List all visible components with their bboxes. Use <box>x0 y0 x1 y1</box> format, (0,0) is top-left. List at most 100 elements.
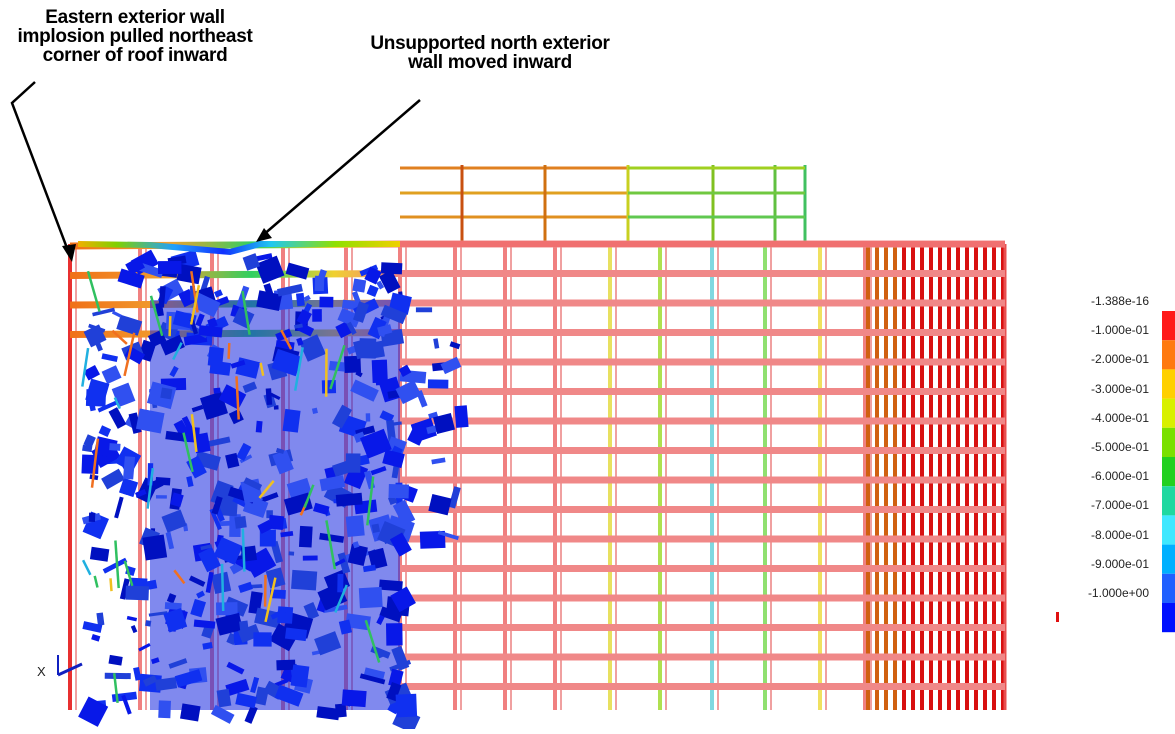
debris-shard <box>180 703 201 721</box>
debris-shard <box>91 634 100 642</box>
debris-shard <box>428 379 449 388</box>
legend-swatch <box>1162 515 1175 544</box>
debris-shard <box>160 388 172 400</box>
debris-shard <box>388 484 409 498</box>
debris-shard <box>95 341 103 352</box>
legend-label: -2.000e-01 <box>1063 352 1149 366</box>
debris-shard <box>303 555 318 560</box>
debris-shard <box>92 308 115 317</box>
debris-shard <box>253 632 271 646</box>
legend-swatch <box>1162 428 1175 457</box>
debris-shard <box>359 587 383 608</box>
debris-shard <box>291 570 317 591</box>
legend-label: -1.000e-01 <box>1063 323 1149 337</box>
debris-shard <box>89 513 96 522</box>
annotation-line: corner of roof inward <box>0 46 270 65</box>
debris-shard <box>127 616 137 622</box>
deformed-member <box>82 348 88 387</box>
annotation-line: Unsupported north exterior <box>350 34 630 53</box>
debris-shard <box>251 584 262 588</box>
penthouse-frame <box>400 165 805 242</box>
debris-shard <box>431 457 445 464</box>
debris-shard <box>454 405 468 428</box>
debris-shard <box>366 413 371 421</box>
debris-shard <box>256 421 263 433</box>
debris-shard <box>145 620 151 626</box>
deformed-member <box>243 529 245 572</box>
debris-shard <box>105 673 131 679</box>
deformed-member <box>222 564 223 611</box>
debris-shard <box>234 516 246 529</box>
debris-shard <box>433 338 439 349</box>
debris-shard <box>359 338 376 358</box>
legend-swatch <box>1162 399 1175 428</box>
debris-shard <box>158 261 181 274</box>
debris-shard <box>336 493 363 507</box>
debris-shard <box>142 534 167 560</box>
debris-shard <box>155 477 170 486</box>
debris-shard <box>216 602 238 615</box>
debris-shard <box>289 551 295 555</box>
legend-label: -1.388e-16 <box>1063 294 1149 308</box>
legend-swatch <box>1162 311 1175 340</box>
x-axis-label: X <box>37 664 46 679</box>
legend-label: -5.000e-01 <box>1063 440 1149 454</box>
legend-label: -8.000e-01 <box>1063 528 1149 542</box>
debris-shard <box>125 586 149 601</box>
debris-shard <box>86 389 106 407</box>
legend-swatch <box>1162 369 1175 398</box>
debris-shard <box>90 547 109 562</box>
debris-shard <box>213 388 220 394</box>
debris-shard <box>342 689 367 707</box>
debris-shard <box>214 289 223 297</box>
legend-label: -3.000e-01 <box>1063 382 1149 396</box>
legend-marker <box>1056 612 1059 622</box>
deformed-member <box>170 316 171 336</box>
legend-swatch <box>1162 457 1175 486</box>
debris-shard <box>346 515 365 537</box>
debris-shard <box>375 374 382 385</box>
legend-label: -6.000e-01 <box>1063 469 1149 483</box>
debris-shard <box>99 425 111 437</box>
debris-shard <box>109 443 120 451</box>
debris-shard <box>312 309 322 322</box>
debris-shard <box>319 297 333 308</box>
legend-swatch <box>1162 574 1175 603</box>
deformed-member <box>115 541 118 589</box>
debris-shard <box>396 694 417 718</box>
debris-shard <box>449 486 461 508</box>
debris-shard <box>276 660 295 671</box>
debris-shard <box>158 700 171 718</box>
debris-shard <box>266 388 272 405</box>
debris-shard <box>283 409 301 433</box>
annotation-line: implosion pulled northeast <box>0 27 270 46</box>
debris-shard <box>379 580 403 592</box>
annotation-line: wall moved inward <box>350 53 630 72</box>
debris-shard <box>416 307 432 312</box>
deformed-member <box>229 343 230 359</box>
legend-label: -4.000e-01 <box>1063 411 1149 425</box>
annotation-line: Eastern exterior wall <box>0 8 270 27</box>
legend-label: -9.000e-01 <box>1063 557 1149 571</box>
debris-shard <box>352 279 366 293</box>
deformed-member <box>111 578 112 591</box>
debris-shard <box>386 623 403 645</box>
debris-shard <box>337 574 343 593</box>
debris-shard <box>367 285 379 297</box>
debris-shard <box>299 526 313 548</box>
legend-swatch <box>1162 603 1175 632</box>
legend-swatch <box>1162 545 1175 574</box>
debris-shard <box>296 293 305 306</box>
debris-shard <box>96 612 104 625</box>
east-wall-arrow <box>12 82 70 256</box>
legend-label: -1.000e+00 <box>1063 586 1149 600</box>
debris-shard <box>102 365 122 384</box>
deformed-member <box>95 576 98 588</box>
debris-shard <box>290 665 309 688</box>
north-wall-arrow <box>262 100 420 236</box>
legend-swatch <box>1162 486 1175 515</box>
debris-shard <box>112 311 122 318</box>
annotation-arrows <box>12 82 420 262</box>
